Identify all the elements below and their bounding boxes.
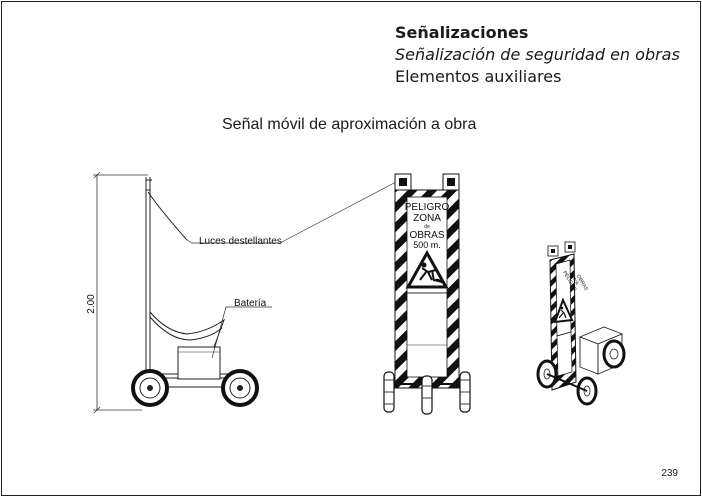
battery-box xyxy=(177,346,221,380)
header-title: Señalizaciones xyxy=(395,23,529,42)
sign-line-3: de xyxy=(424,224,430,230)
front-wheel-center xyxy=(421,375,433,415)
side-view: 2.00 xyxy=(86,171,397,414)
header: Señalizaciones Señalización de seguridad… xyxy=(395,22,680,88)
perspective-view: PELIGRO ZONA OBRAS xyxy=(536,241,626,406)
perspective-warning-icon xyxy=(553,297,574,324)
lights-label: Luces destellantes xyxy=(199,236,282,247)
header-section: Elementos auxiliares xyxy=(395,67,562,86)
roadworks-warning-icon xyxy=(405,249,449,289)
wheel-rear xyxy=(221,369,259,407)
diagram-title: Señal móvil de aproximación a obra xyxy=(222,116,477,133)
front-view: PELIGRO ZONA de OBRAS 500 m. xyxy=(383,173,471,415)
battery-label: Batería xyxy=(234,298,267,309)
sign-line-4: OBRAS xyxy=(409,230,444,241)
lights-leader xyxy=(186,181,397,244)
sign-line-2: ZONA xyxy=(413,213,441,224)
header-subtitle: Señalización de seguridad en obras xyxy=(395,45,680,64)
front-wheel-left xyxy=(383,371,395,413)
battery-leader xyxy=(211,306,272,359)
mast xyxy=(145,177,188,372)
front-wheel-right xyxy=(459,371,471,413)
wheel-front xyxy=(131,369,169,407)
height-dimension-label: 2.00 xyxy=(86,294,97,314)
height-dimension xyxy=(93,171,148,414)
sign-line-1: PELIGRO xyxy=(405,202,450,213)
sign-line-5: 500 m. xyxy=(413,240,441,250)
page-number: 239 xyxy=(661,468,678,479)
perspective-wheel-rear xyxy=(602,339,626,369)
